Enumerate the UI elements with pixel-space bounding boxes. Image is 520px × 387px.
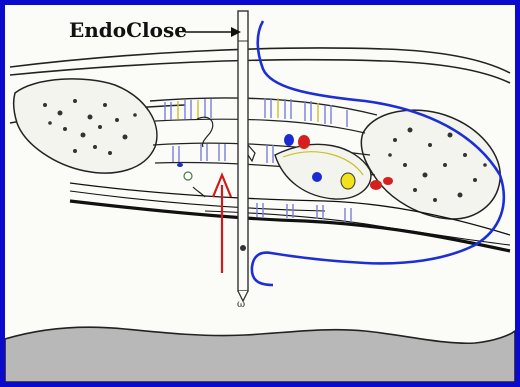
vessel-small-blue (177, 163, 183, 167)
endoclose-pointer-arrow (185, 27, 241, 37)
needle-tip-mark: ω (237, 299, 245, 310)
vessel-blue-upper (284, 134, 294, 146)
fascia-stripes-upper (165, 98, 347, 127)
endoclose-label: EndoClose (69, 18, 187, 42)
left-bone-block (14, 79, 157, 173)
diagram-canvas: ω EndoClose (5, 5, 515, 382)
vessel-small-gray (184, 172, 192, 180)
lower-tissue-band (5, 327, 515, 382)
fascia-layer-upper (150, 98, 377, 133)
vessel-red-upper (298, 135, 310, 149)
red-arrow (213, 175, 231, 273)
endoclose-needle (238, 11, 255, 301)
abdominal-wall-illustration: ω EndoClose (5, 5, 515, 382)
vessel-yellow (341, 173, 355, 189)
right-bone-block (361, 110, 500, 219)
vessel-red-right-2 (383, 177, 393, 185)
vessel-red-right-1 (370, 180, 382, 190)
vessel-blue-lower (312, 172, 322, 182)
